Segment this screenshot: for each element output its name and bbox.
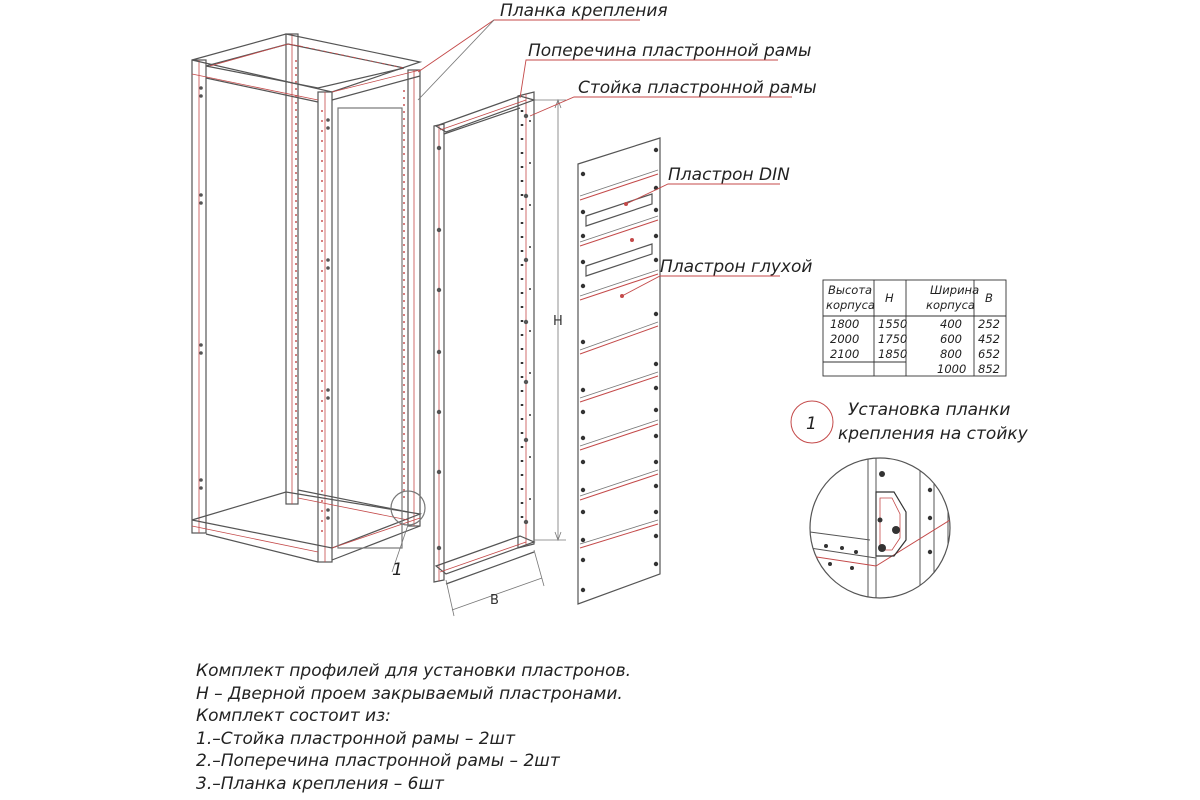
callout-post: Стойка пластронной рамы [578, 78, 817, 98]
table-width-row-4-body: 1000 [937, 362, 966, 376]
note-line: 2.–Поперечина пластронной рамы – 2шт [196, 751, 560, 771]
dimension-b-label: B [490, 593, 499, 608]
note-line: Комплект профилей для установки пластрон… [196, 661, 631, 681]
table-height-header-h: H [885, 291, 894, 305]
detail-marker: 1 [806, 414, 817, 434]
table-width-row-2-b: 452 [978, 332, 1000, 346]
table-height-row-2-body: 2000 [830, 332, 859, 346]
detail-title-1: Установка планки [848, 400, 1010, 420]
table-width-header-1: Ширина [930, 283, 979, 297]
table-width-row-2-body: 600 [940, 332, 962, 346]
notes-list: Комплект профилей для установки пластрон… [196, 660, 631, 795]
callout-mounting-plate: Планка крепления [500, 1, 668, 21]
dimension-h-label: H [553, 314, 563, 329]
dimension-b [445, 549, 545, 617]
callout-blank-panel: Пластрон глухой [660, 257, 812, 277]
table-width-row-1-body: 400 [940, 317, 962, 331]
table-width-row-4-b: 852 [978, 362, 1000, 376]
callout-crossbar: Поперечина пластронной рамы [528, 41, 811, 61]
panel-frame [433, 91, 536, 585]
panels-column [577, 137, 661, 605]
table-width-header-b: B [985, 291, 993, 305]
cabinet-frame [191, 33, 426, 563]
size-table [822, 279, 1007, 377]
frame-holes [199, 86, 330, 520]
detail-title-2: крепления на стойку [838, 424, 1029, 444]
table-height-header-1: Высота [828, 283, 872, 297]
panel-frame-holes [436, 113, 529, 551]
table-height-row-3-body: 2100 [830, 347, 859, 361]
panel-screws [580, 147, 659, 593]
note-line: 3.–Планка крепления – 6шт [196, 773, 444, 794]
note-line: Комплект состоит из: [196, 706, 391, 726]
detail-view-circle [809, 457, 951, 599]
table-height-row-3-h: 1850 [878, 347, 907, 361]
table-height-row-2-h: 1750 [878, 332, 907, 346]
callout-din-panel: Пластрон DIN [668, 165, 790, 185]
table-width-row-3-b: 652 [978, 347, 1000, 361]
note-line: 1.–Стойка пластронной рамы – 2шт [196, 728, 515, 749]
marker-leader [391, 524, 409, 573]
table-width-row-1-b: 252 [978, 317, 1000, 331]
table-height-row-1-body: 1800 [830, 317, 859, 331]
note-line: H – Дверной проем закрываемый пластронам… [196, 683, 623, 704]
table-height-header-2: корпуса [826, 298, 875, 312]
table-width-row-3-body: 800 [940, 347, 962, 361]
table-width-header-2: корпуса [926, 298, 975, 312]
leader-lines [417, 19, 792, 297]
leader-dots [620, 202, 634, 298]
dimension-h [534, 98, 566, 542]
detail-marker-circle [790, 400, 834, 444]
table-height-row-1-h: 1550 [878, 317, 907, 331]
frame-marker: 1 [392, 560, 403, 580]
